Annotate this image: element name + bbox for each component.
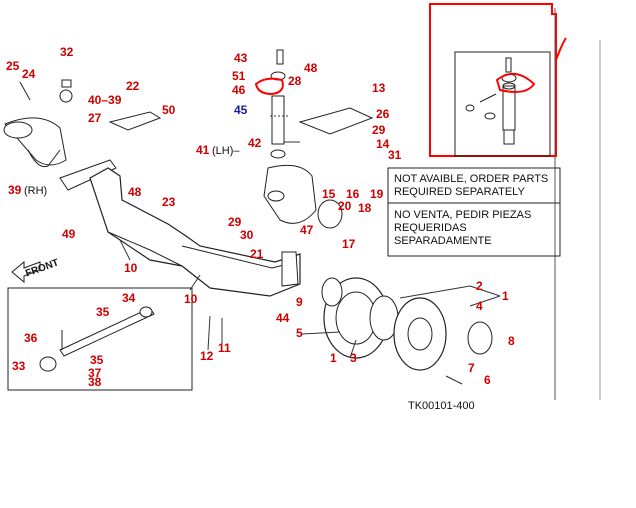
callout-30: 30 xyxy=(240,228,254,242)
callout-21: 21 xyxy=(250,247,264,261)
callout-13: 13 xyxy=(372,81,386,95)
callout-8: 8 xyxy=(508,334,515,348)
callout-26: 26 xyxy=(376,107,390,121)
callout-9: 9 xyxy=(296,295,303,309)
callout-2: 2 xyxy=(476,279,483,293)
callout-25: 25 xyxy=(6,59,20,73)
callout-6: 6 xyxy=(484,373,491,387)
highlight-frame xyxy=(429,3,557,157)
callout-22: 22 xyxy=(126,79,140,93)
notes-box xyxy=(387,167,561,257)
callout-11: 11 xyxy=(218,341,231,355)
callout-14: 14 xyxy=(376,137,390,151)
callout-48-left: 48 xyxy=(128,185,142,199)
callout-5: 5 xyxy=(296,326,303,340)
callout-40-39: 40–39 xyxy=(88,93,122,107)
callout-43: 43 xyxy=(234,51,248,65)
callout-29-top: 29 xyxy=(372,123,386,137)
callout-44: 44 xyxy=(276,311,290,325)
callout-33: 33 xyxy=(12,359,26,373)
callout-3: 3 xyxy=(350,351,357,365)
callout-36: 36 xyxy=(24,331,38,345)
callout-49: 49 xyxy=(62,227,76,241)
callout-7: 7 xyxy=(468,361,475,375)
note-spanish-line-3: SEPARADAMENTE xyxy=(394,235,492,247)
callout-35-top: 35 xyxy=(96,305,110,319)
callout-4: 4 xyxy=(476,299,483,313)
callout-28: 28 xyxy=(288,74,302,88)
note-english-line-1: NOT AVAIBLE, ORDER PARTS xyxy=(394,173,549,185)
callout-37: 37 xyxy=(88,366,102,380)
callout-10-left: 10 xyxy=(124,261,138,275)
callout-50: 50 xyxy=(162,103,176,117)
callout-39: 39 xyxy=(8,183,22,197)
note-spanish-line-1: NO VENTA, PEDIR PIEZAS xyxy=(394,209,532,221)
callout-46: 46 xyxy=(232,83,246,97)
callout-32: 32 xyxy=(60,45,74,59)
callout-1-top: 1 xyxy=(502,289,509,303)
tie-rod-inset xyxy=(7,287,193,391)
callout-41: 41 xyxy=(196,143,210,157)
callout-23: 23 xyxy=(162,195,176,209)
hub xyxy=(393,297,447,371)
inset-box xyxy=(454,51,551,157)
callout-1-bottom: 1 xyxy=(330,351,337,365)
callout-18: 18 xyxy=(358,201,372,215)
callout-31: 31 xyxy=(388,148,402,162)
callout-lh: (LH)– xyxy=(212,145,240,157)
note-english-line-2: REQUIRED SEPARATELY xyxy=(394,186,525,198)
callout-10-right: 10 xyxy=(184,292,198,306)
callout-47: 47 xyxy=(300,223,314,237)
callout-12: 12 xyxy=(200,349,214,363)
callout-42: 42 xyxy=(248,136,262,150)
note-spanish-line-2: REQUERIDAS xyxy=(394,222,467,234)
inset-highlight xyxy=(495,73,536,93)
callout-29-mid: 29 xyxy=(228,215,242,229)
callout-35-bottom: 35 xyxy=(90,353,104,367)
callout-17: 17 xyxy=(342,237,356,251)
callout-51: 51 xyxy=(232,69,246,83)
callout-16: 16 xyxy=(346,187,360,201)
callout-15: 15 xyxy=(322,187,336,201)
callout-24: 24 xyxy=(22,67,36,81)
callout-rh: (RH) xyxy=(24,185,48,197)
callout-20: 20 xyxy=(338,199,352,213)
callout-34: 34 xyxy=(122,291,136,305)
drawing-code: TK00101-400 xyxy=(408,400,475,412)
callout-45: 45 xyxy=(234,103,248,117)
kingpin-highlight xyxy=(254,77,284,96)
callout-19: 19 xyxy=(370,187,384,201)
front-arrow xyxy=(11,260,41,284)
callout-48-top: 48 xyxy=(304,61,318,75)
callout-27: 27 xyxy=(88,111,102,125)
callout-38: 38 xyxy=(88,375,102,389)
